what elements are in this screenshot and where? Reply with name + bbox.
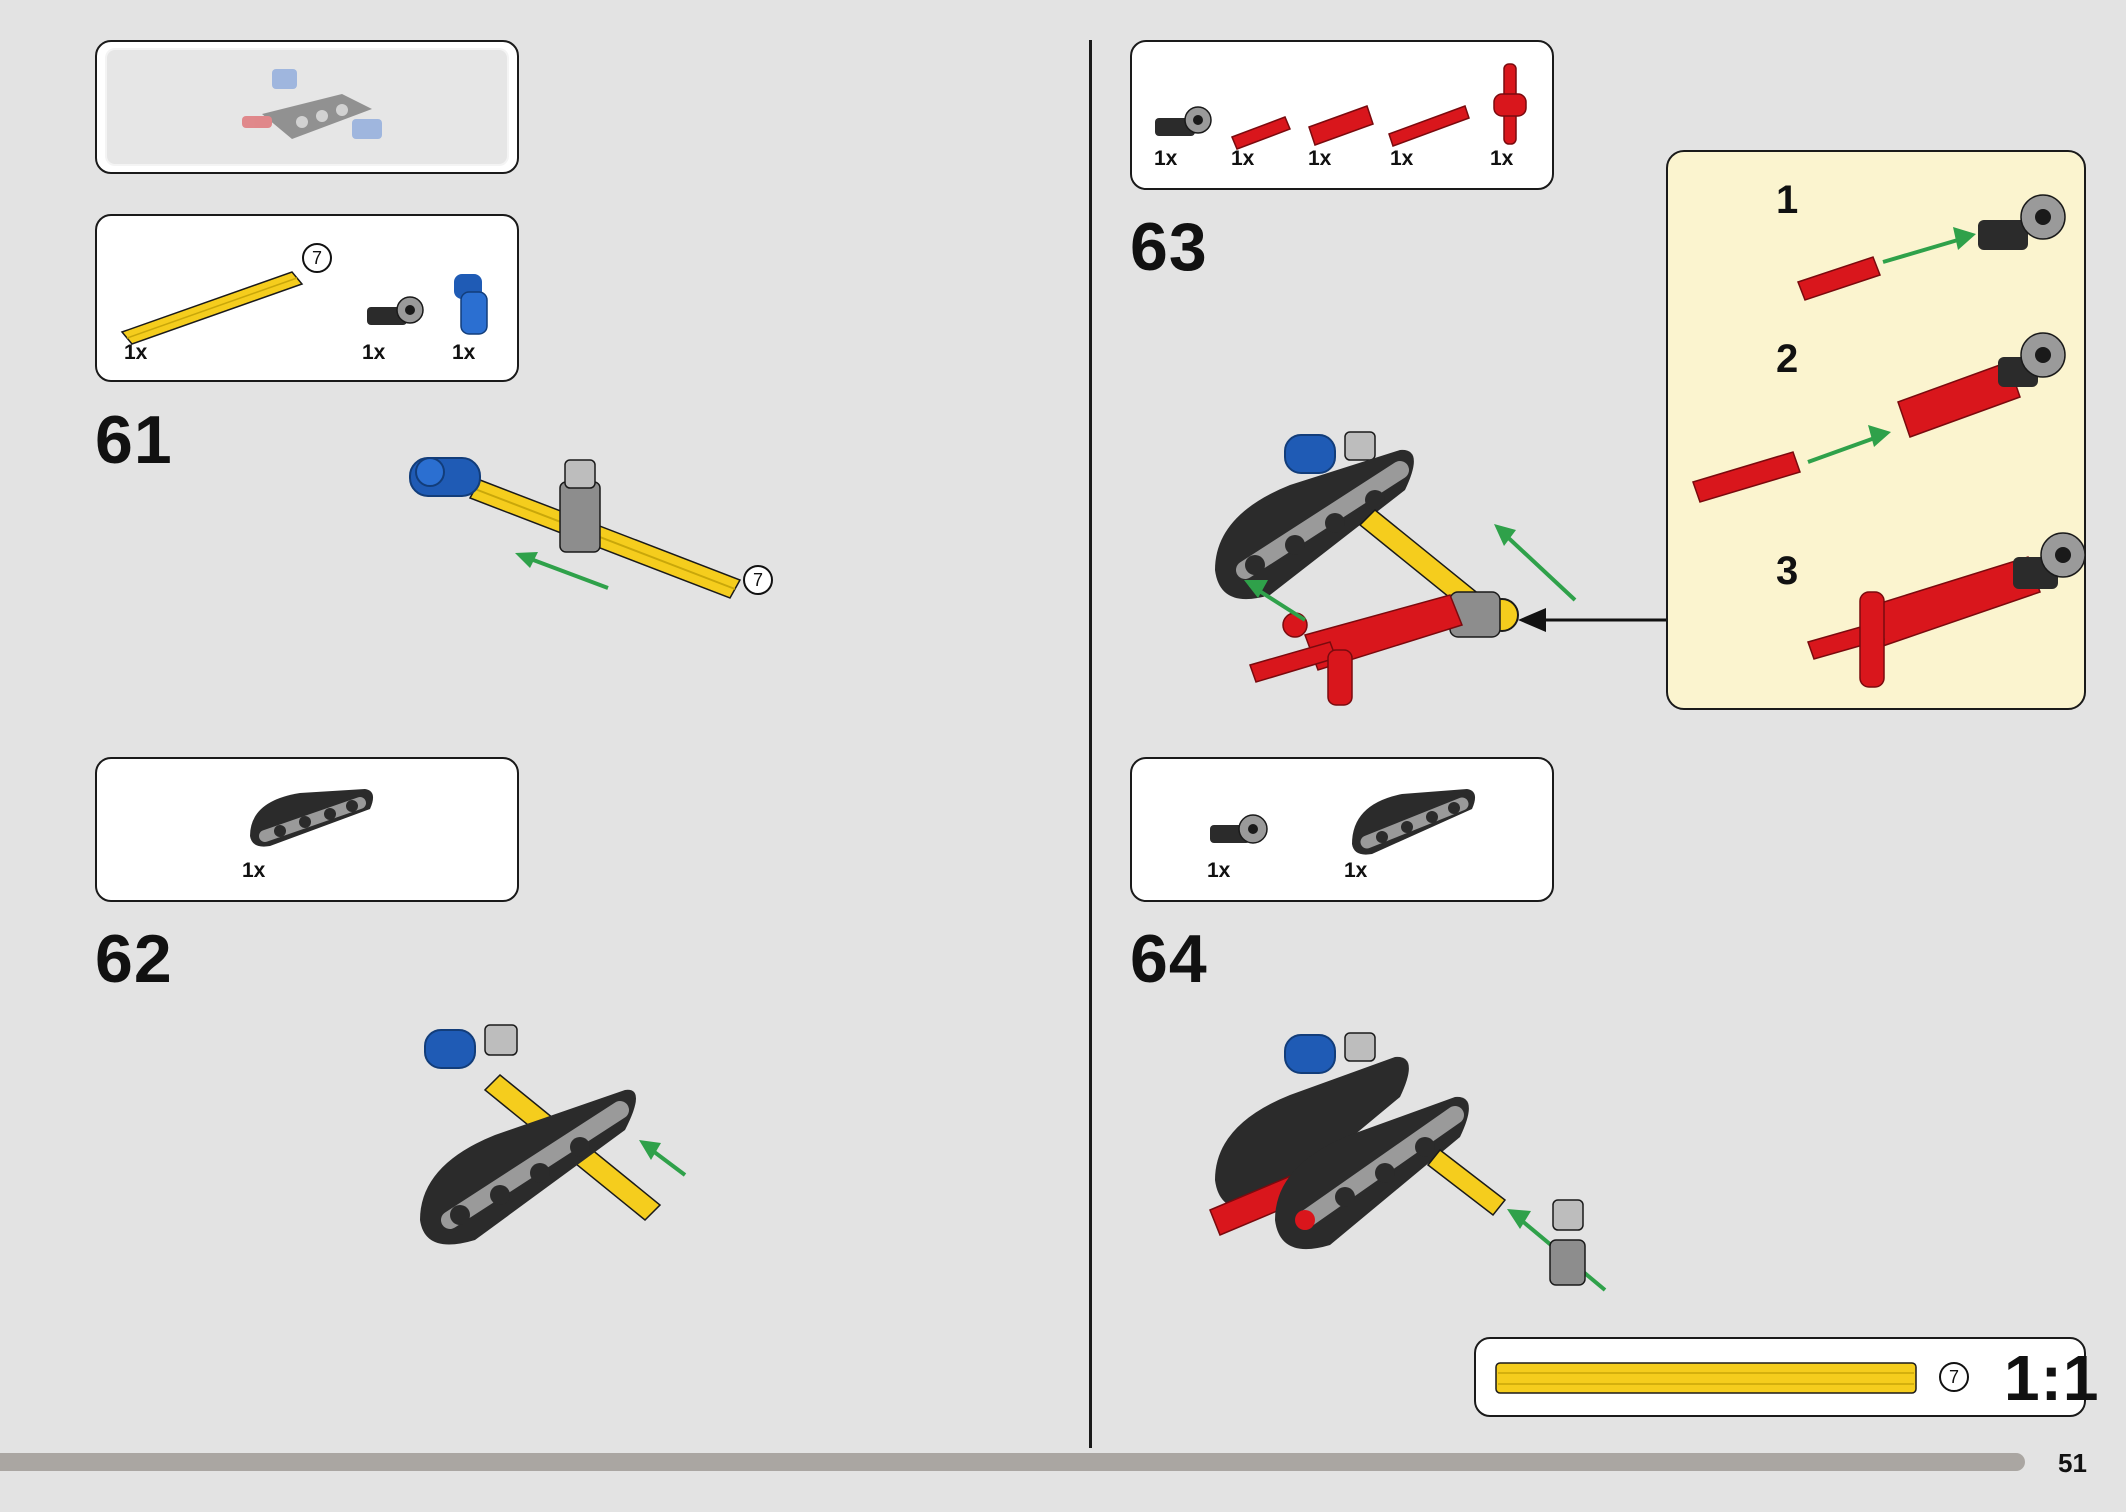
scale-length-label: 7 <box>1939 1362 1969 1392</box>
qty-label: 1x <box>1490 147 1514 170</box>
step-63-parts-box: 1x 1x 1x 1x 1x <box>1130 40 1554 190</box>
callout-pointer-arrow <box>1518 608 1666 632</box>
footer-bar <box>0 1453 2025 1471</box>
qty-label: 1x <box>242 859 266 882</box>
step-63-assembly-image <box>1215 431 1577 706</box>
qty-label: 1x <box>1308 147 1332 170</box>
part-length-label: 7 <box>302 243 332 273</box>
page-number: 51 <box>2058 1448 2087 1478</box>
qty-label: 1x <box>1207 859 1231 882</box>
yellow-axle-part <box>120 271 304 345</box>
substep-2-image <box>1692 332 2066 503</box>
assembly-length-label: 7 <box>743 565 773 595</box>
red-cross-connector-part <box>1493 63 1527 145</box>
step-62-parts-box: 1x <box>95 757 519 902</box>
qty-label: 1x <box>1231 147 1255 170</box>
step-number-62: 62 <box>95 921 173 997</box>
scale-reference-box: 7 1:1 <box>1474 1337 2099 1417</box>
qty-label: 1x <box>1344 859 1368 882</box>
grey-connector-part <box>1155 106 1212 136</box>
black-curved-beam-part <box>1352 789 1476 855</box>
grey-connector-part <box>1210 814 1268 844</box>
step-61-parts-box: 7 1x 1x 1x <box>95 214 519 382</box>
scale-axle-image <box>1495 1362 1917 1394</box>
substep-3-image <box>1807 532 2086 688</box>
blue-pin-connector-part <box>454 274 488 335</box>
previous-step-preview <box>95 40 519 174</box>
qty-label: 1x <box>1154 147 1178 170</box>
step-number-63: 63 <box>1130 209 1208 285</box>
step-62-assembly-image <box>420 1024 687 1245</box>
qty-label: 1x <box>362 341 386 364</box>
preview-model-image <box>242 69 382 139</box>
qty-label: 1x <box>452 341 476 364</box>
step-64-parts-box: 1x 1x <box>1130 757 1554 902</box>
step-61-assembly-image <box>409 457 742 599</box>
black-curved-beam-part <box>250 789 374 847</box>
grey-connector-part <box>367 296 424 325</box>
scale-label: 1:1 <box>2004 1342 2100 1414</box>
substep-number-3: 3 <box>1776 549 1799 593</box>
red-long-pin-part <box>1388 105 1470 147</box>
substep-number-1: 1 <box>1776 178 1799 222</box>
substep-callout: 1 2 3 <box>1666 150 2086 710</box>
substep-number-2: 2 <box>1776 337 1799 381</box>
step-number-61: 61 <box>95 402 173 478</box>
red-short-pin-part <box>1231 116 1291 150</box>
substep-1-image <box>1797 194 2066 301</box>
qty-label: 1x <box>124 341 148 364</box>
step-number-64: 64 <box>1130 921 1208 997</box>
step-64-assembly-image <box>1209 1032 1607 1292</box>
qty-label: 1x <box>1390 147 1414 170</box>
page-divider <box>1089 40 1092 1448</box>
red-axle-connector-part <box>1308 105 1374 146</box>
